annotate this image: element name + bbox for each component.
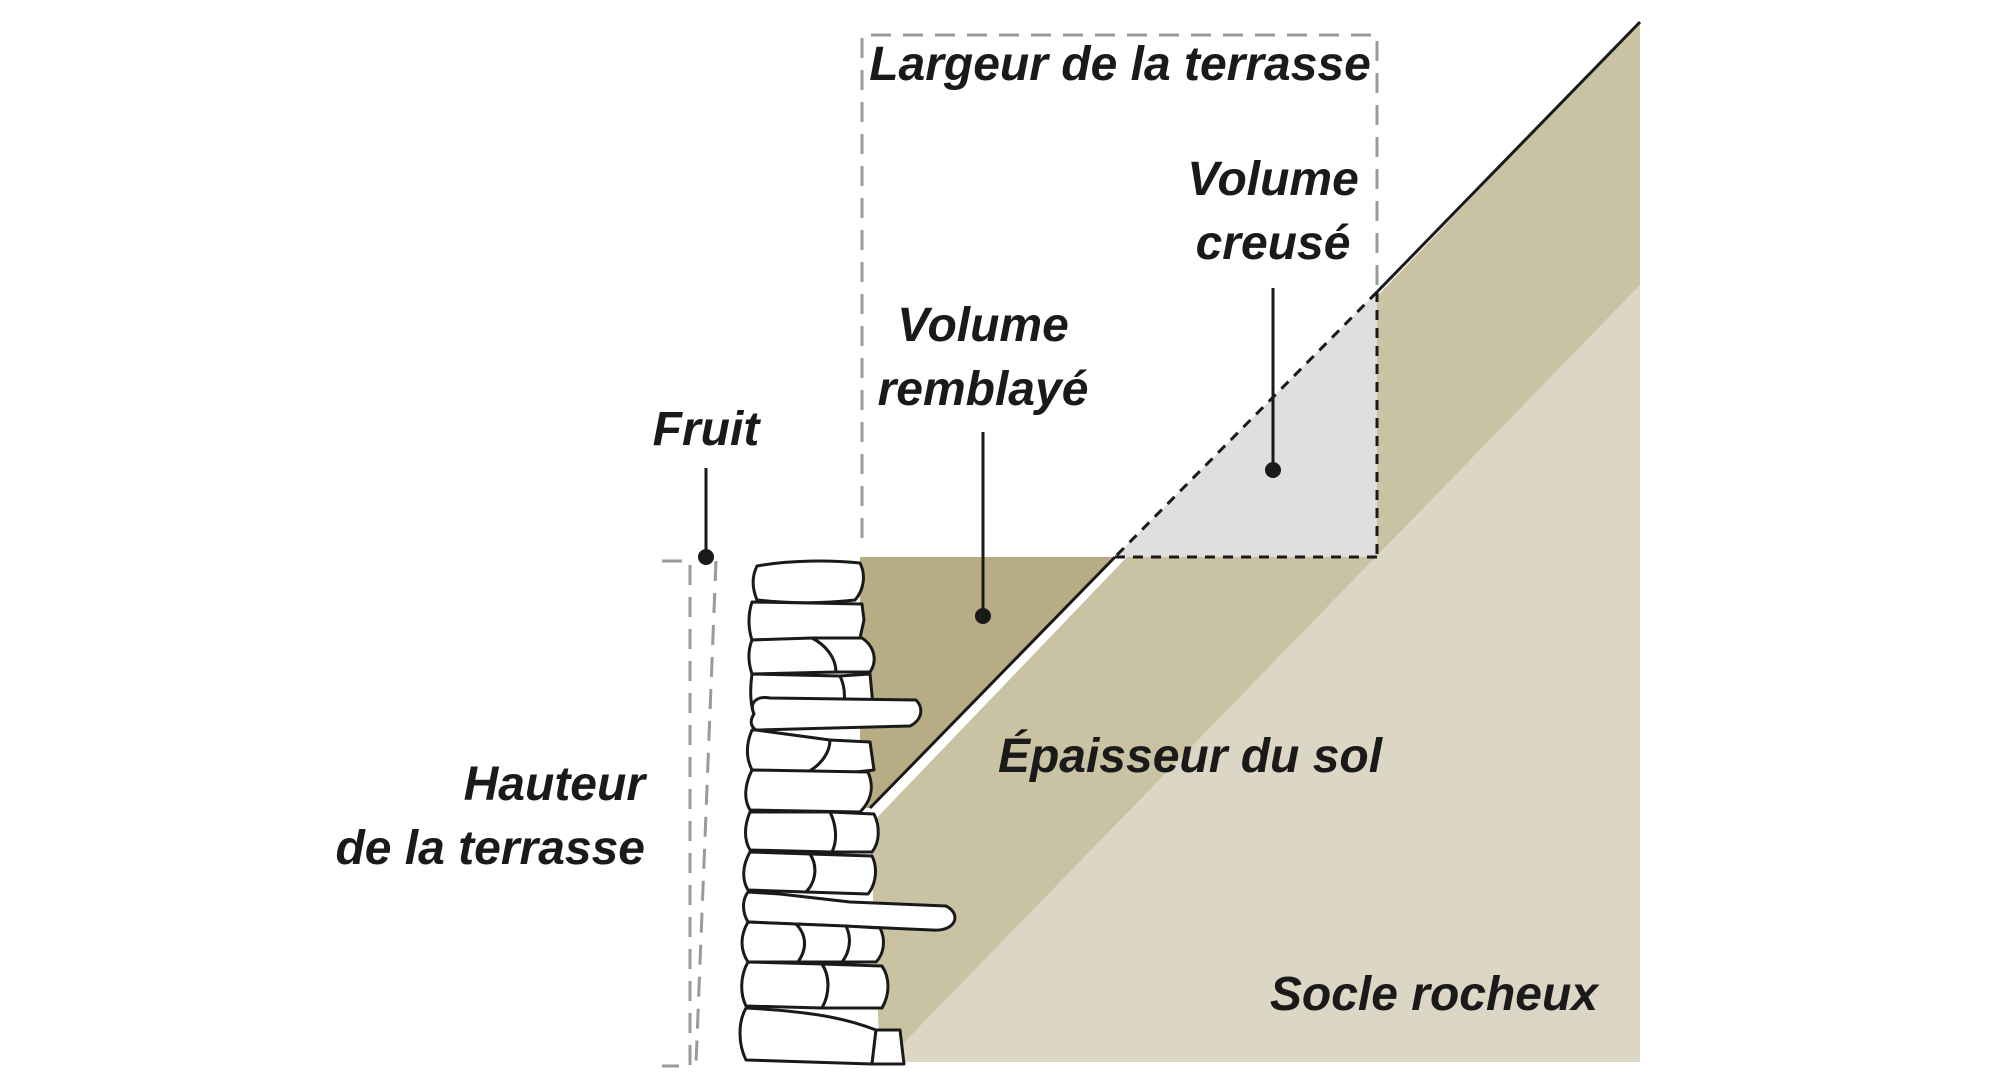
wall-stone bbox=[870, 1028, 906, 1066]
wall-stone bbox=[740, 920, 806, 964]
excavated-volume-label-line1: Volume bbox=[1187, 153, 1359, 206]
excavated-volume-label-line2: creusé bbox=[1196, 217, 1351, 270]
terrace-height-label-line1: Hauteur bbox=[464, 758, 648, 811]
backfill-volume-label-line1: Volume bbox=[897, 299, 1069, 352]
backfill-volume-label-line2: remblayé bbox=[878, 363, 1089, 416]
wall-stone bbox=[820, 962, 890, 1010]
wall-stone bbox=[744, 810, 838, 854]
batter-leader-dot bbox=[698, 549, 714, 565]
dry-stone-wall bbox=[738, 559, 957, 1066]
terrace-height-guide bbox=[662, 559, 692, 1068]
wall-stone bbox=[742, 890, 957, 932]
terrace-height-label-line2: de la terrasse bbox=[335, 822, 645, 875]
wall-stone bbox=[804, 852, 877, 896]
excavation-leader-dot bbox=[1265, 462, 1281, 478]
bedrock-layer bbox=[885, 285, 1640, 1062]
wall-stone bbox=[742, 850, 817, 894]
wall-stone bbox=[749, 696, 923, 732]
wall-stone bbox=[751, 559, 865, 605]
slope-surface-lower-line bbox=[868, 555, 1117, 810]
wall-stone bbox=[810, 636, 876, 674]
bedrock-label: Socle rocheux bbox=[1270, 968, 1600, 1021]
terrace-width-label: Largeur de la terrasse bbox=[869, 38, 1371, 91]
wall-stone bbox=[828, 810, 880, 854]
wall-stone bbox=[794, 922, 851, 964]
wall-stone bbox=[747, 600, 866, 642]
wall-stone bbox=[740, 960, 830, 1010]
wall-stone bbox=[744, 768, 873, 814]
wall-stone bbox=[738, 1006, 878, 1066]
wall-stone bbox=[840, 924, 885, 964]
batter-label: Fruit bbox=[653, 403, 762, 456]
soil-thickness-label: Épaisseur du sol bbox=[998, 729, 1384, 783]
backfill-volume bbox=[860, 557, 1115, 808]
wall-stone bbox=[806, 738, 876, 774]
backfill-leader-dot bbox=[975, 608, 991, 624]
slope-surface-dashed-line bbox=[1113, 290, 1379, 559]
slope-surface-line bbox=[1375, 20, 1642, 294]
batter-guide-line bbox=[694, 560, 718, 1065]
